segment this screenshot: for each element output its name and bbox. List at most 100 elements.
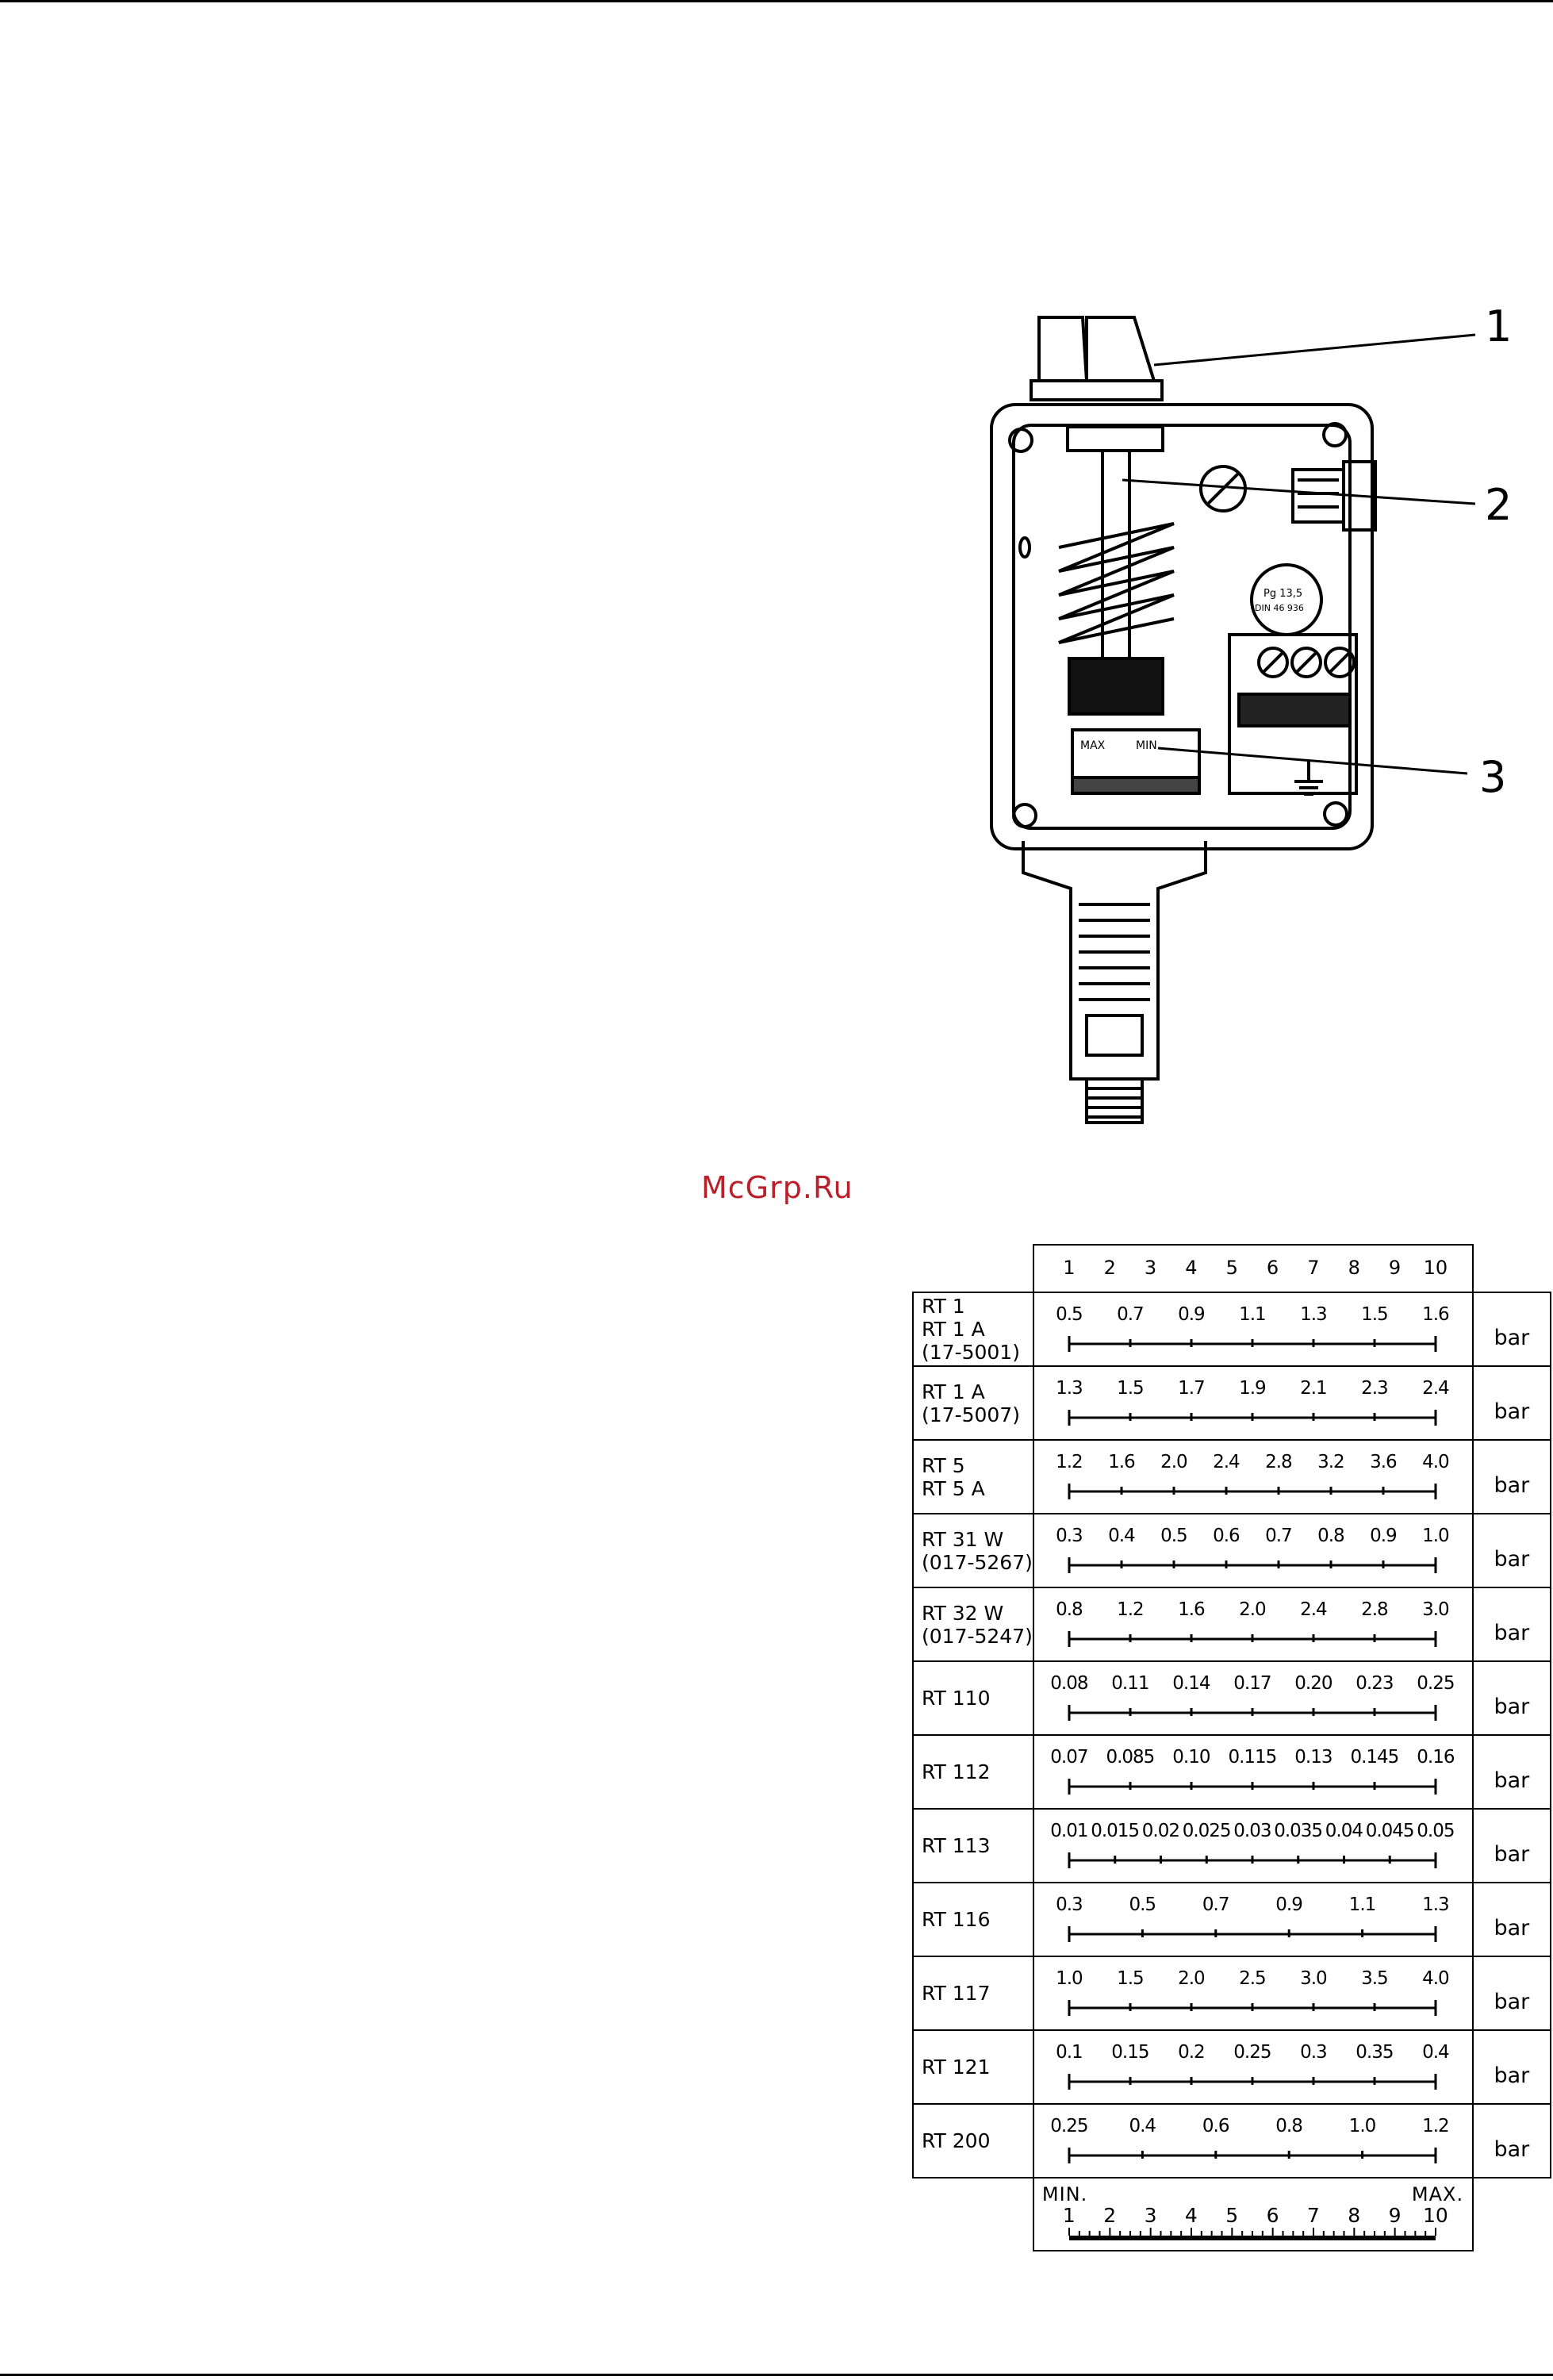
range-value: 0.5	[1160, 1526, 1188, 1546]
model-name: RT 112	[922, 1760, 991, 1783]
model-name: RT 116	[922, 1908, 991, 1931]
model-name: RT 32 W	[922, 1601, 1004, 1625]
model-name: RT 113	[922, 1834, 991, 1857]
unit-label: bar	[1471, 2103, 1551, 2178]
range-value: 0.3	[1056, 1894, 1083, 1915]
footer-number: 8	[1348, 2204, 1361, 2227]
scale-line	[1068, 1926, 1437, 1942]
scale-number: 10	[1423, 1257, 1448, 1279]
range-value: 0.8	[1275, 2116, 1303, 2136]
range-value: 2.4	[1422, 1378, 1450, 1399]
unit-label: bar	[1471, 1734, 1551, 1810]
range-value: 1.9	[1239, 1378, 1267, 1399]
range-value: 0.9	[1370, 1526, 1398, 1546]
model-cell: RT 32 W(017-5247)	[912, 1587, 1034, 1662]
unit-label: bar	[1471, 2029, 1551, 2105]
range-value: 3.0	[1422, 1599, 1450, 1620]
range-value: 1.5	[1117, 1378, 1145, 1399]
range-value: 4.0	[1422, 1452, 1450, 1472]
range-value: 2.8	[1361, 1599, 1389, 1620]
footer-number: 7	[1306, 2204, 1320, 2227]
range-value: 0.8	[1317, 1526, 1345, 1546]
range-value: 3.6	[1370, 1452, 1398, 1472]
scale-number: 7	[1307, 1257, 1320, 1279]
footer-number: 5	[1225, 2204, 1239, 2227]
scale-number: 4	[1185, 1257, 1198, 1279]
model-name: (017-5247)	[922, 1624, 1033, 1648]
top-rule	[0, 0, 1553, 2]
range-value: 1.6	[1422, 1304, 1450, 1325]
range-value: 0.20	[1294, 1673, 1333, 1694]
range-value: 0.4	[1108, 1526, 1136, 1546]
range-value: 0.5	[1129, 1894, 1156, 1915]
range-value: 0.25	[1233, 2042, 1271, 2063]
model-name: RT 200	[922, 2129, 991, 2152]
scale-line	[1068, 1779, 1437, 1795]
model-cell: RT 1 A(17-5007)	[912, 1365, 1034, 1441]
scale-number: 9	[1388, 1257, 1402, 1279]
range-value: 2.0	[1160, 1452, 1188, 1472]
range-value: 1.0	[1422, 1526, 1450, 1546]
range-value: 0.13	[1294, 1747, 1333, 1768]
range-value: 1.6	[1108, 1452, 1136, 1472]
header-blank-right	[1473, 1245, 1551, 1292]
footer-number: 9	[1388, 2204, 1402, 2227]
model-name: RT 31 W	[922, 1527, 1004, 1551]
model-name: (17-5007)	[922, 1403, 1020, 1426]
range-value: 0.045	[1365, 1821, 1415, 1841]
unit-label: bar	[1471, 1292, 1551, 1367]
pressure-switch-drawing: Pg 13,5 DIN 46 936 MAX MIN 1 2 3	[952, 286, 1539, 1127]
model-name: RT 1 A	[922, 1318, 985, 1341]
scale-line	[1068, 1557, 1437, 1573]
range-value: 0.15	[1111, 2042, 1149, 2063]
range-value: 0.7	[1265, 1526, 1293, 1546]
scale-number: 6	[1266, 1257, 1279, 1279]
range-value: 0.6	[1202, 2116, 1230, 2136]
model-name: RT 110	[922, 1687, 991, 1710]
min-label: MIN.	[1041, 2183, 1088, 2205]
model-cell: RT 121	[912, 2029, 1034, 2105]
range-value: 0.4	[1129, 2116, 1156, 2136]
model-name: RT 1 A	[922, 1380, 985, 1403]
range-value: 0.05	[1417, 1821, 1455, 1841]
range-value: 1.3	[1422, 1894, 1450, 1915]
model-cell: RT 110	[912, 1660, 1034, 1736]
range-value: 2.8	[1265, 1452, 1293, 1472]
range-value: 0.5	[1056, 1304, 1083, 1325]
footer-blank-left	[913, 2178, 1033, 2251]
max-label: MAX.	[1411, 2183, 1464, 2205]
range-value: 2.3	[1361, 1378, 1389, 1399]
range-value: 0.9	[1178, 1304, 1206, 1325]
unit-label: bar	[1471, 1660, 1551, 1736]
range-value: 4.0	[1422, 1968, 1450, 1989]
range-value: 0.23	[1356, 1673, 1394, 1694]
header-blank-left	[913, 1245, 1033, 1292]
scale-line	[1068, 2148, 1437, 2163]
watermark-text: McGrp.Ru	[701, 1170, 853, 1205]
range-value: 0.01	[1050, 1821, 1088, 1841]
model-name: RT 1	[922, 1295, 965, 1318]
scale-line	[1068, 1631, 1437, 1647]
footer-number: 4	[1184, 2204, 1198, 2227]
unit-label: bar	[1471, 1882, 1551, 1957]
range-value: 3.5	[1361, 1968, 1389, 1989]
unit-label: bar	[1471, 1513, 1551, 1588]
range-value: 0.11	[1111, 1673, 1149, 1694]
unit-label: bar	[1471, 1808, 1551, 1883]
callout-2: 2	[1485, 480, 1512, 530]
scale-line	[1068, 1705, 1437, 1721]
